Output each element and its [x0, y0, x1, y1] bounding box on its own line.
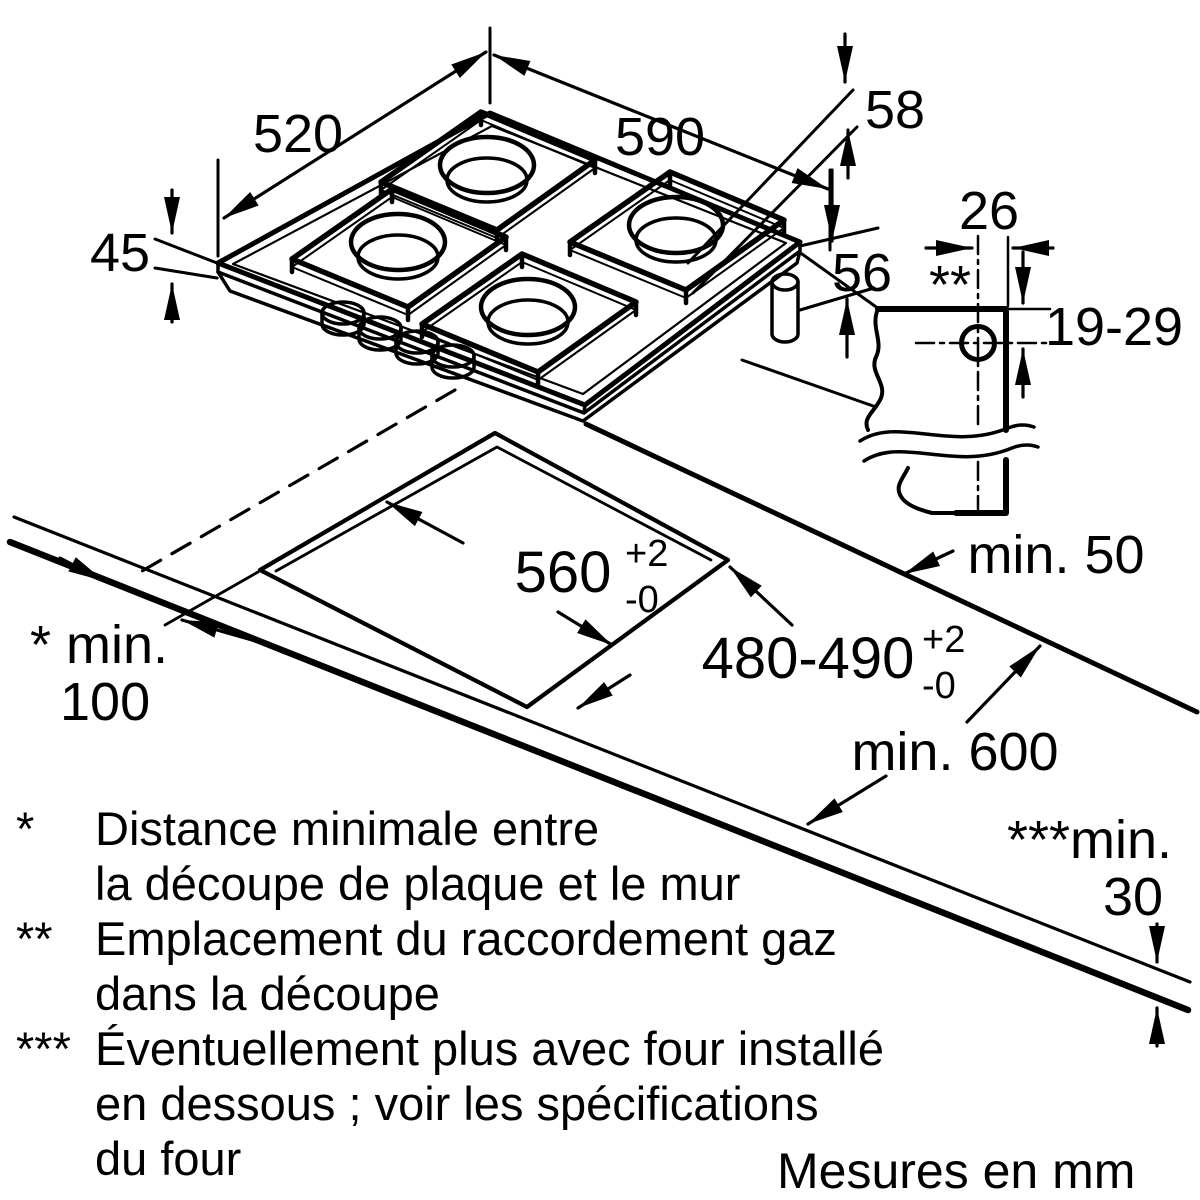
dim-label-26: 26 — [959, 181, 1019, 241]
burner-cap — [626, 194, 726, 256]
pan-support-posts — [419, 251, 639, 388]
dimension-line-520 — [222, 50, 488, 220]
burner-cap — [478, 276, 578, 338]
dimension-arrow — [556, 610, 614, 647]
worktop-front-edge-top — [12, 515, 1192, 984]
dim-label-56: 56 — [832, 243, 892, 303]
clearance-label-below: min. 600 — [851, 722, 1058, 782]
footnote-text: Distance minimale entre — [95, 802, 599, 855]
dim-tol-plus: +2 — [625, 533, 668, 575]
knob — [320, 300, 366, 337]
dim-label-19-29: 19-29 — [1045, 297, 1183, 357]
clearance-label-front: ***min. — [1007, 810, 1172, 870]
clearance-arrow — [806, 774, 888, 826]
dimension-arrow — [385, 500, 465, 545]
burner-cap — [348, 211, 448, 273]
dim-label-590: 590 — [615, 107, 705, 167]
footnote-text: Emplacement du raccordement gaz — [95, 912, 837, 965]
dimension-line-590 — [492, 53, 830, 191]
profile-reference-line — [798, 286, 876, 312]
clearance-value-wall: 100 — [60, 672, 150, 732]
dim-tol-plus: +2 — [922, 619, 965, 661]
clearance-annotations: min. 50 min. 600 * min. 100 ***min. 30 — [30, 525, 1172, 1048]
detail-leader-line — [800, 252, 881, 311]
profile-reference-line — [153, 266, 219, 280]
hob-foot — [770, 272, 800, 344]
detail-leader-line — [740, 358, 878, 409]
hidden-projection-line — [140, 388, 457, 573]
footnote-marker: *** — [16, 1022, 71, 1075]
dim-label-45: 45 — [90, 223, 150, 283]
footnote-marker: * — [16, 802, 34, 855]
footnotes: * Distance minimale entre la découpe de … — [16, 802, 884, 1185]
clearance-arrow — [902, 549, 955, 576]
dim-label-cutout-width: 560 — [515, 540, 612, 605]
burner — [478, 276, 578, 346]
knob — [394, 329, 440, 366]
hob-dimension-annotations: 520 590 58 45 56 — [90, 26, 925, 409]
gas-connection-detail: 26 ** 19-29 — [858, 181, 1183, 516]
footnote-text: dans la découpe — [95, 967, 440, 1020]
clearance-arrow — [180, 618, 254, 642]
dim-label-520: 520 — [253, 104, 343, 164]
clearance-arrow — [965, 644, 1042, 724]
burner-cap — [437, 134, 537, 196]
cutout-dimension-annotations: 560 +2 -0 480-490 +2 -0 — [385, 500, 965, 710]
footnote-text: en dessous ; voir les spécifications — [95, 1077, 819, 1130]
dim-label-cutout-depth: 480-490 — [702, 626, 915, 691]
hob-knobs — [320, 300, 476, 380]
dim-label-58: 58 — [865, 80, 925, 140]
profile-reference-line — [153, 237, 219, 265]
clearance-arrow — [58, 556, 106, 583]
torn-edge — [864, 307, 885, 432]
dim-tol-minus: -0 — [625, 579, 659, 621]
clearance-label-wall: * min. — [30, 615, 168, 675]
break-line — [858, 423, 1036, 443]
gas-connection-marker: ** — [929, 255, 971, 315]
clearance-label-rear: min. 50 — [967, 525, 1144, 585]
cutout-inner-edge — [274, 445, 713, 573]
burner — [437, 134, 537, 204]
profile-reference-line — [691, 125, 859, 295]
break-line — [862, 443, 1040, 463]
worktop-section-outline — [875, 306, 1009, 516]
footnote-marker: ** — [16, 912, 53, 965]
dimension-arrow — [728, 565, 794, 627]
clearance-value-front: 30 — [1103, 867, 1163, 927]
dimension-arrow — [576, 673, 632, 710]
burner — [626, 194, 726, 264]
hob-body-bottom — [216, 249, 802, 423]
cutout-opening — [257, 430, 731, 710]
units-note: Mesures en mm — [777, 1143, 1135, 1199]
burner — [348, 211, 448, 281]
pan-support — [378, 109, 598, 233]
cutout-extension-line — [163, 570, 260, 627]
dim-tol-minus: -0 — [922, 665, 956, 707]
profile-reference-line — [686, 88, 855, 265]
worktop-back-edge — [583, 421, 1200, 715]
torn-edge — [896, 466, 958, 515]
footnote-text: Éventuellement plus avec four installé — [95, 1022, 884, 1075]
knob — [357, 315, 403, 352]
footnote-text: la découpe de plaque et le mur — [95, 857, 740, 910]
footnote-text: du four — [95, 1132, 241, 1185]
